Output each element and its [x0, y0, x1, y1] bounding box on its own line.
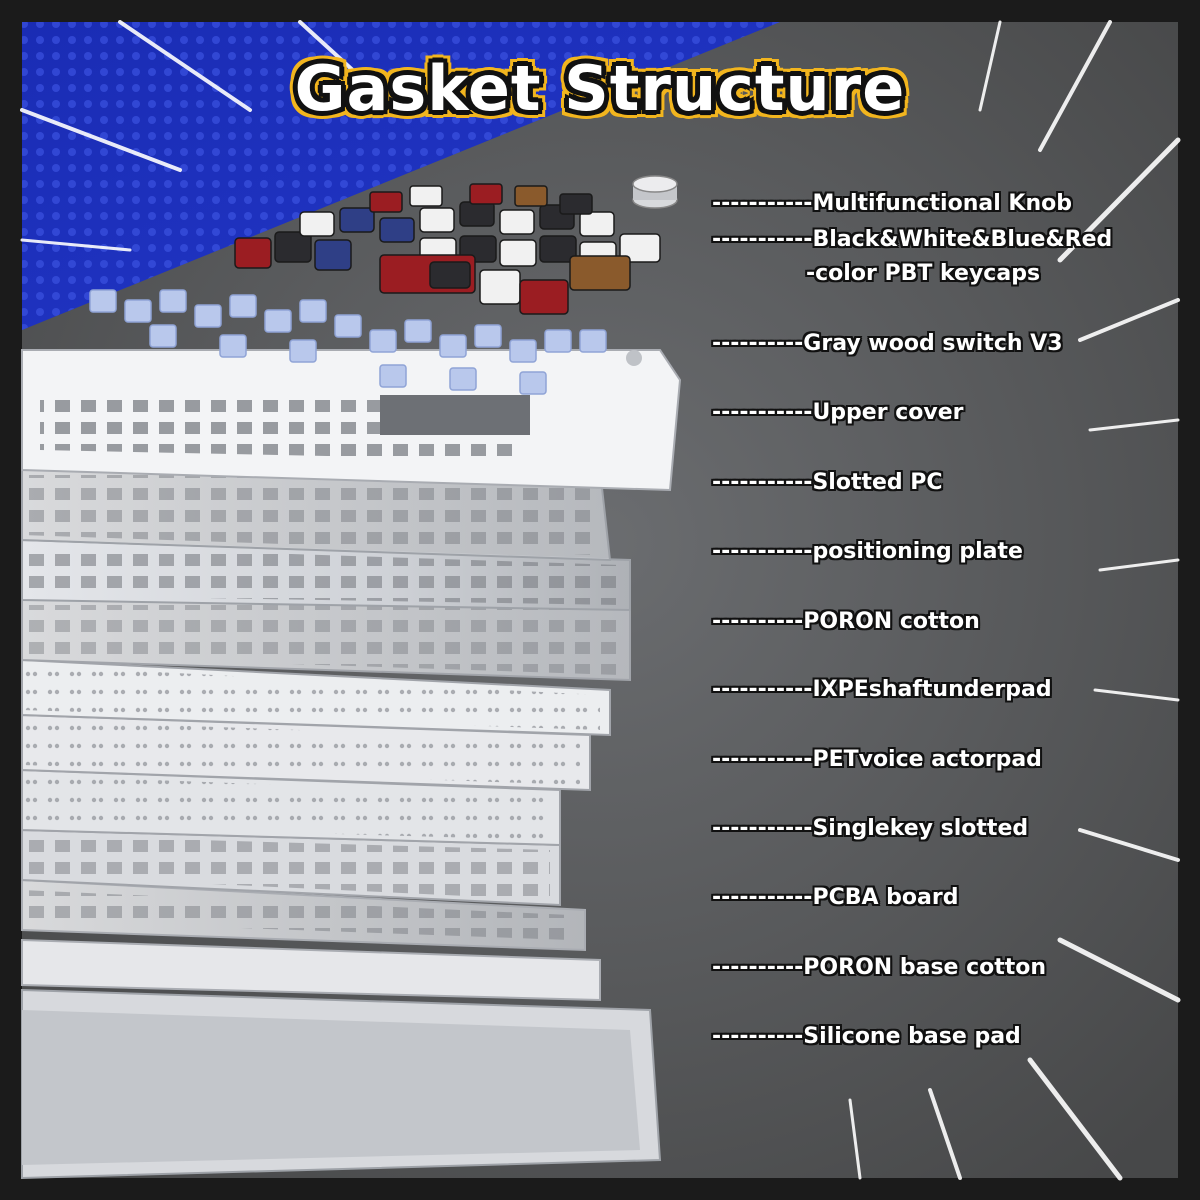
label-pcba-board: -----------PCBA board [712, 885, 959, 910]
label-keycaps-line-2: -color PBT keycaps [806, 261, 1041, 286]
label-singlekey-slotted: -----------Singlekey slotted [712, 816, 1029, 841]
label-slotted-pc: -----------Slotted PC [712, 470, 943, 495]
label-pet-pad: -----------PETvoice actorpad [712, 747, 1042, 772]
diagram-title: Gasket Structure [294, 52, 906, 125]
label-poron-cotton: ----------PORON cotton [712, 609, 980, 634]
label-upper-cover: -----------Upper cover [712, 400, 964, 425]
label-switch: ----------Gray wood switch V3 [712, 331, 1063, 356]
label-poron-base-cotton: ----------PORON base cotton [712, 955, 1047, 980]
label-keycaps-line-1: -----------Black&White&Blue&Red [712, 227, 1113, 252]
label-ixpe-pad: -----------IXPEshaftunderpad [712, 677, 1052, 702]
label-multifunctional-knob: -----------Multifunctional Knob [712, 191, 1072, 216]
label-silicone-base-pad: ----------Silicone base pad [712, 1024, 1021, 1049]
label-positioning-plate: -----------positioning plate [712, 539, 1023, 564]
